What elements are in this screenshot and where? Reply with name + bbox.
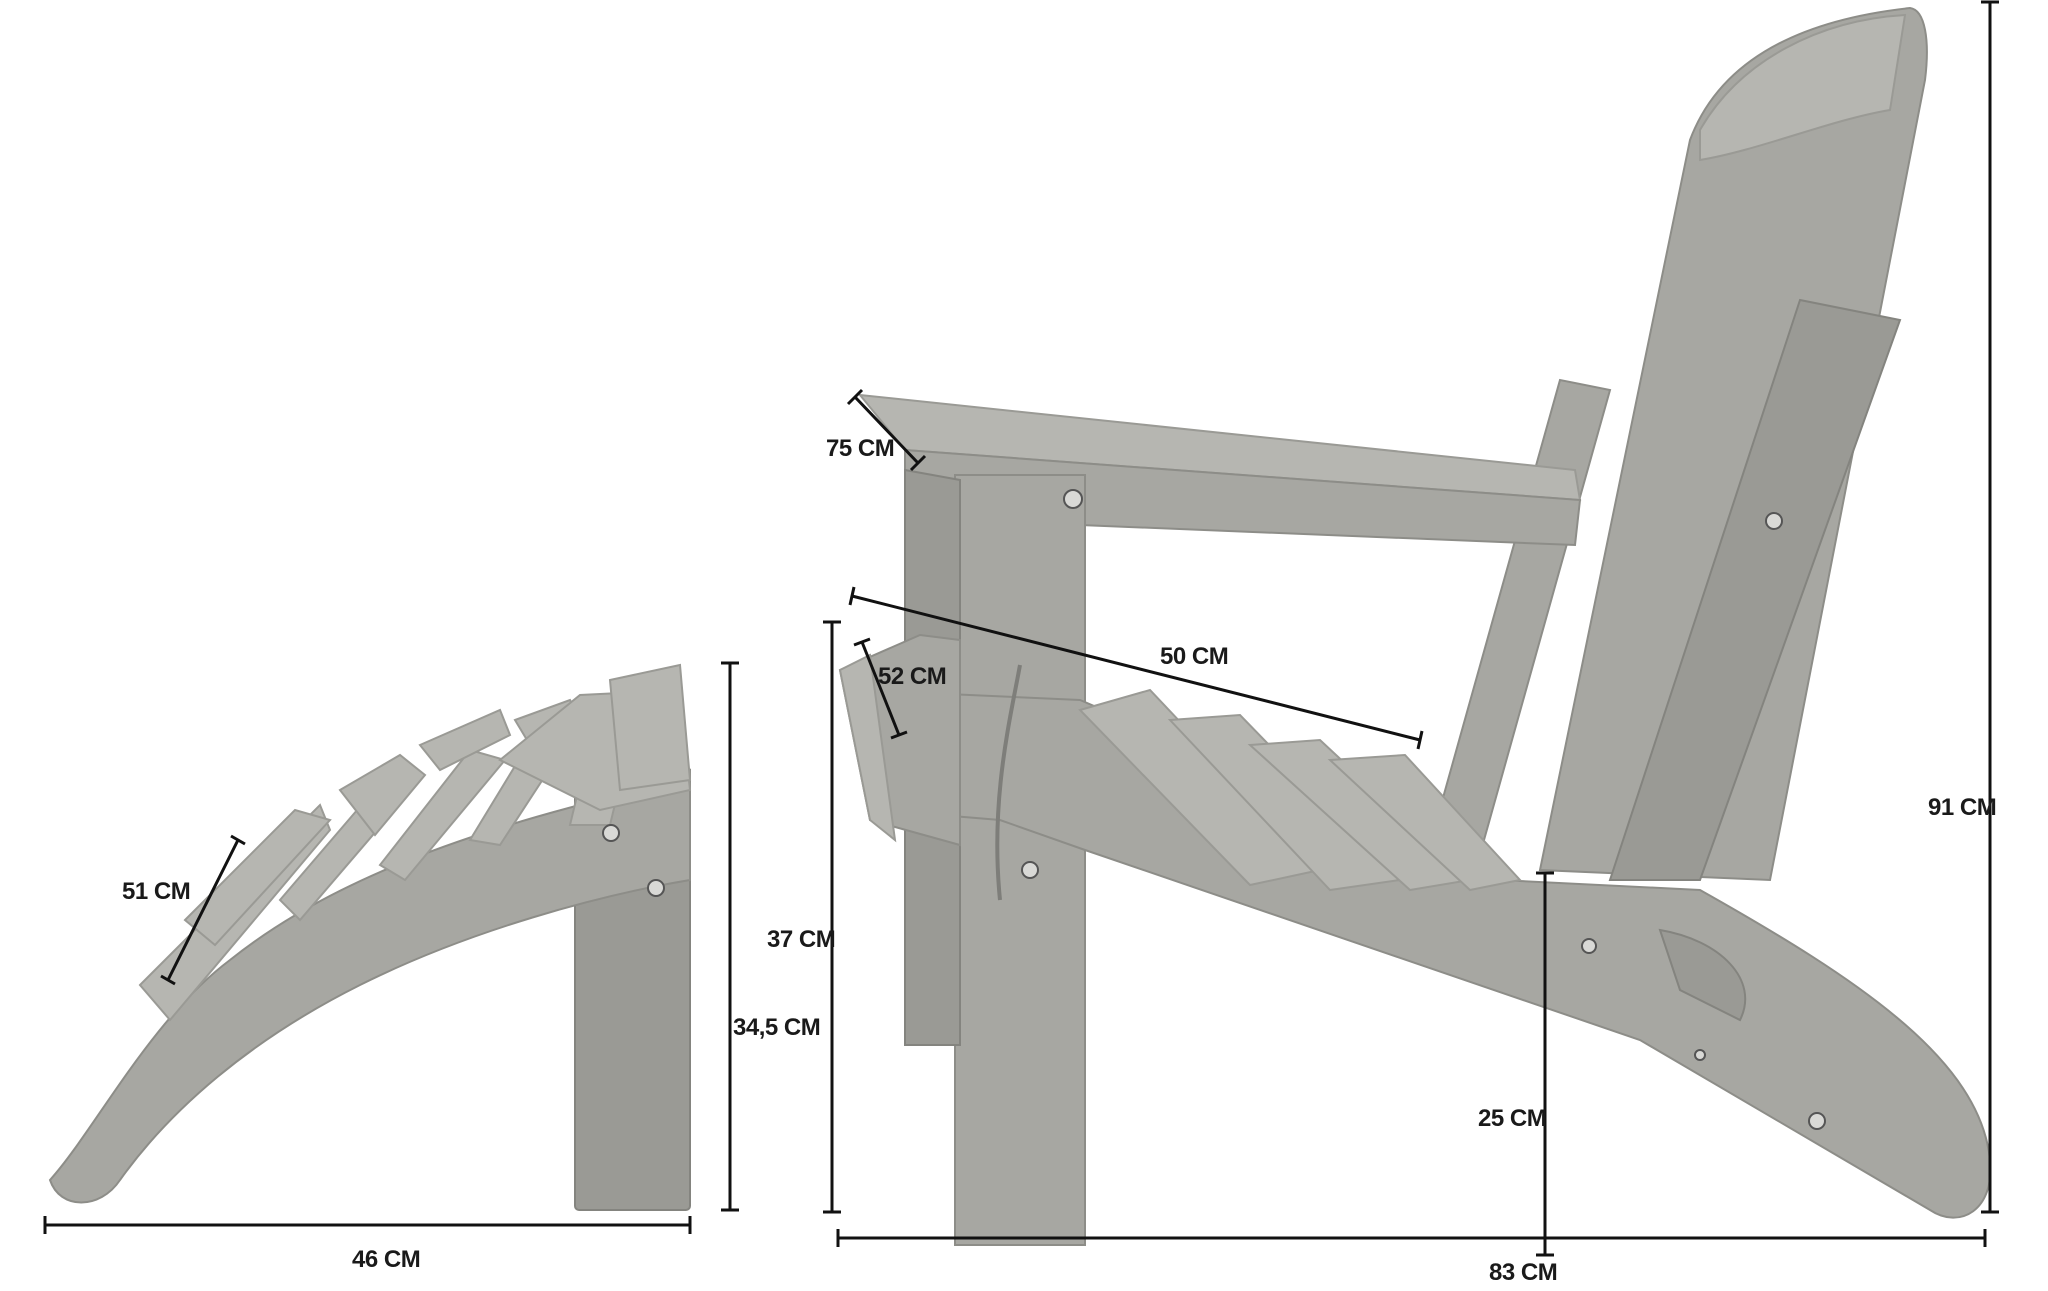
label-ottoman-width: 46 CM: [352, 1246, 420, 1273]
label-chair-seat-depth: 50 CM: [1160, 643, 1228, 670]
label-chair-front-width: 52 CM: [878, 663, 946, 690]
ottoman-illustration: [48, 663, 692, 1211]
label-chair-seat-height: 37 CM: [767, 926, 835, 953]
dimension-lines: [43, 0, 1999, 1257]
chair-illustration: [838, 6, 1992, 1246]
label-chair-arm-depth: 75 CM: [826, 435, 894, 462]
label-ottoman-height: 34,5 CM: [733, 1014, 820, 1041]
label-chair-height: 91 CM: [1928, 794, 1996, 821]
label-chair-rear-clearance: 25 CM: [1478, 1105, 1546, 1132]
label-ottoman-slat-length: 51 CM: [122, 878, 190, 905]
chain-detail: [995, 664, 1022, 901]
dimension-labels: 51 CM 46 CM 34,5 CM 75 CM 52 CM 50 CM 37…: [122, 435, 1997, 1286]
label-chair-depth: 83 CM: [1489, 1259, 1557, 1286]
